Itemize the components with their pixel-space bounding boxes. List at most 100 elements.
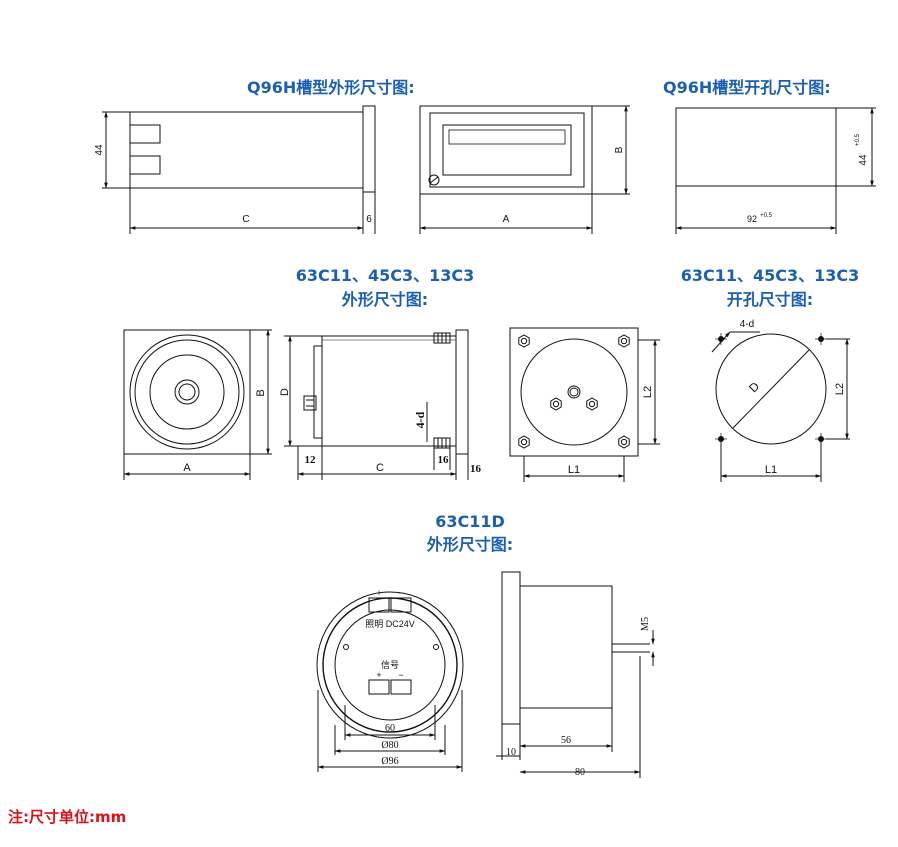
d63-light-terminal-minus — [390, 597, 412, 613]
d63-side-view — [496, 571, 655, 778]
q96h-body — [129, 111, 364, 189]
d63-signal-label: 信号 — [381, 659, 399, 670]
c63-rear-cap — [313, 345, 323, 439]
c63-rear-nuts — [518, 334, 630, 449]
title-q96h-cutout: Q96H槽型开孔尺寸图: — [663, 78, 831, 97]
q96h-side-view — [102, 105, 376, 234]
c63-flange — [455, 329, 469, 455]
q96h-C-label: C — [242, 214, 249, 225]
c63-rear-circle — [520, 338, 628, 446]
c63-4d-label: 4-d — [413, 411, 427, 428]
q96h-cut-w-tol: +0.5 — [760, 213, 773, 219]
q96h-height-label: 44 — [94, 144, 105, 156]
q96h-front-view — [419, 105, 630, 234]
title-q96h-outline: Q96H槽型外形尺寸图: — [247, 78, 415, 97]
c63-rear-terminal — [303, 395, 317, 411]
rear-corner-nut-bl — [518, 435, 530, 449]
d63-10-label: 10 — [506, 747, 516, 758]
d63-80-label: Ø80 — [381, 740, 398, 751]
cutout-hole-tr — [815, 333, 827, 345]
q96h-terminal-bottom — [129, 155, 161, 175]
d63-signal-terminal-minus — [390, 679, 412, 695]
d63-body — [519, 585, 613, 709]
d63-56-label: 56 — [561, 735, 571, 746]
rear-corner-nut-tl — [518, 334, 530, 348]
cutout-holes — [715, 333, 827, 445]
rear-corner-nut-br — [618, 435, 630, 449]
c63-D-label: D — [279, 388, 291, 396]
c63-B-label: B — [255, 389, 267, 396]
q96h-cutout — [675, 107, 876, 234]
q96h-cut-h-tol: +0.5 — [855, 133, 861, 146]
c63-side-view — [284, 329, 469, 480]
c63-cutout — [711, 331, 850, 482]
q96h-bezel — [362, 105, 376, 193]
d63-M5-label: M5 — [640, 617, 651, 631]
c63-front-frame — [123, 329, 251, 455]
d63-96-label: Ø96 — [381, 756, 398, 767]
d63-mount-hole-right — [433, 644, 439, 650]
c63-C-label: C — [376, 462, 384, 474]
d63-60-label: 60 — [385, 723, 395, 734]
c63-16b-label: 16 — [470, 463, 482, 475]
cutout-D-label: D — [746, 379, 762, 395]
q96h-6-label: 6 — [366, 214, 372, 225]
cutout-diameter-line — [732, 349, 810, 429]
q96h-front-frame — [419, 105, 593, 195]
rear-terminal-nut-left — [550, 397, 562, 411]
title-63c-cutout: 63C11、45C3、13C3 开孔尺寸图: — [655, 262, 885, 310]
cutout-hole-br — [815, 433, 827, 445]
title-63c-outline-line1: 63C11、45C3、13C3 — [295, 266, 475, 285]
cutout-circle — [715, 333, 827, 445]
d63-minus2: − — [398, 670, 403, 680]
title-63c-cutout-line1: 63C11、45C3、13C3 — [680, 266, 860, 285]
title-63c11d-line1: 63C11D — [435, 512, 505, 531]
d63-light-label: 照明 DC24V — [365, 619, 415, 629]
d63-inner-circle — [334, 609, 446, 721]
d63-front-view — [316, 591, 464, 772]
c63-rear-dims — [523, 339, 660, 482]
title-63c-outline-line2: 外形尺寸图: — [341, 290, 429, 309]
q96h-scale — [448, 129, 566, 145]
c63-body — [321, 335, 457, 447]
cutout-hole-tl — [715, 333, 727, 345]
c63-dial-outer — [129, 334, 245, 450]
title-63c-outline: 63C11、45C3、13C3 外形尺寸图: — [250, 262, 520, 310]
c63-rear-frame — [509, 327, 639, 457]
cutout-L2-label: L2 — [834, 383, 846, 395]
d63-plus2: + — [376, 670, 381, 680]
d63-flange — [501, 571, 521, 725]
cutout-4d-label: 4-d — [740, 319, 754, 330]
d63-plus1: + — [376, 588, 381, 598]
c63-12-label: 12 — [305, 454, 317, 466]
q96h-cut-h-label: 44 — [858, 154, 869, 166]
q96h-window — [442, 124, 572, 176]
c63-rear-center — [569, 387, 579, 397]
c63-L1-label: L1 — [568, 464, 580, 476]
rear-terminal-nut-right — [586, 397, 598, 411]
title-63c11d: 63C11D 外形尺寸图: — [370, 512, 570, 555]
q96h-front-inner — [429, 112, 585, 188]
q96h-cut-w-label: 92 — [747, 214, 757, 224]
c63-rear-view — [509, 327, 639, 457]
d63-light-terminal-plus — [368, 597, 390, 613]
q96h-cutout-rect — [675, 107, 837, 187]
d63-minus1: − — [398, 588, 403, 598]
q96h-B-label: B — [614, 146, 625, 153]
unit-note: 注:尺寸单位:mm — [8, 808, 127, 826]
title-63c-cutout-line2: 开孔尺寸图: — [726, 290, 814, 309]
c63-L2-label: L2 — [642, 386, 654, 398]
title-63c11d-line2: 外形尺寸图: — [426, 535, 514, 554]
q96h-zero-screw — [428, 174, 440, 186]
d63-signal-terminal-plus — [368, 679, 390, 695]
cutout-L1-label: L1 — [765, 464, 777, 476]
c63-front-view — [123, 329, 272, 480]
c63-16a-label: 16 — [438, 454, 450, 466]
q96h-terminal-top — [129, 124, 161, 144]
d63-80b-label: 80 — [575, 767, 585, 778]
c63-A-label: A — [183, 462, 191, 474]
d63-outer-circle — [316, 591, 464, 739]
c63-center-hub — [174, 379, 200, 405]
rear-corner-nut-tr — [618, 334, 630, 348]
